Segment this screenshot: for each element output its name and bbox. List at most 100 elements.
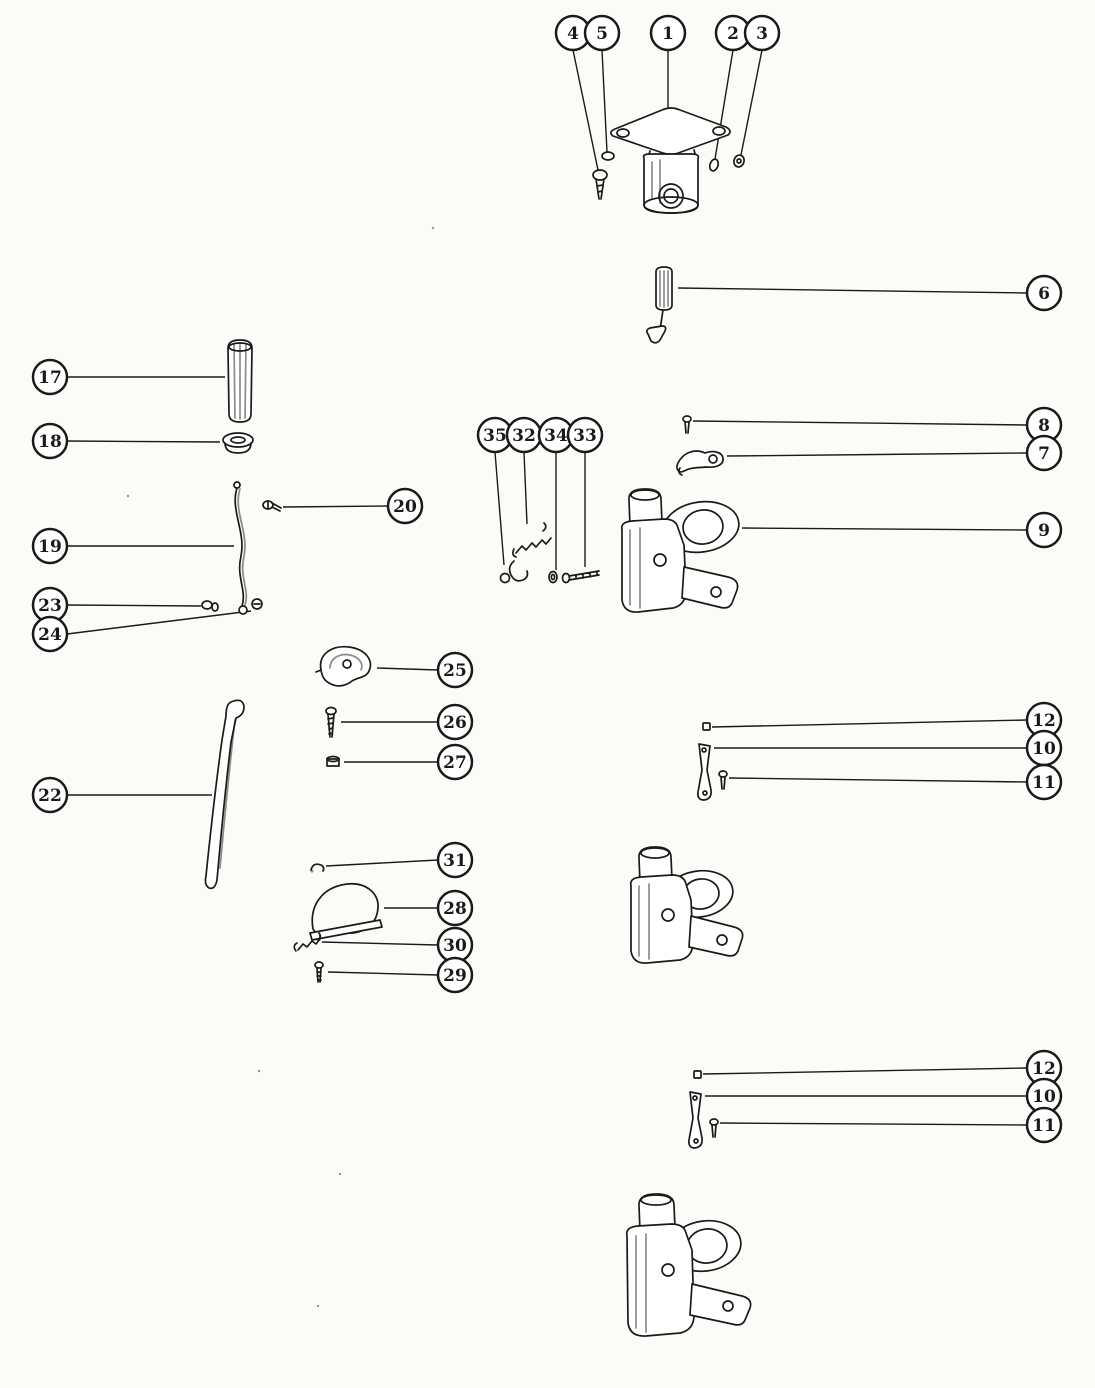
part-screw-illustration-20 [262,500,282,512]
part-pin-screw-illustration-33 [561,570,600,584]
callout-11a: 11 [1025,763,1063,801]
leader-lines [66,49,1028,1126]
leader-29 [327,971,439,976]
callout-11b: 11 [1025,1106,1063,1144]
svg-text:26: 26 [443,713,467,733]
part-nut-illustration-27 [326,755,340,767]
callout-17: 17 [31,358,69,396]
svg-text:29: 29 [443,966,467,986]
svg-text:27: 27 [443,753,467,773]
part-carburetor-illustration-middle [629,846,744,964]
callout-7: 7 [1025,434,1063,472]
leader-30 [321,941,439,946]
part-screen-guard-illustration-28 [309,883,383,941]
svg-text:17: 17 [38,368,62,388]
callout-5: 5 [583,14,621,52]
callout-34: 34 [537,416,575,454]
svg-text:11: 11 [1032,773,1056,793]
callout-35: 35 [476,416,514,454]
callout-23: 23 [31,586,69,624]
callout-30: 30 [436,926,474,964]
leader-2 [714,49,734,160]
callout-12a: 12 [1025,701,1063,739]
callout-26: 26 [436,703,474,741]
part-grip-sleeve-illustration-17 [227,339,253,423]
svg-text:11: 11 [1032,1116,1056,1136]
part-screw-illustration-11b [709,1118,719,1138]
leader-11b [719,1122,1028,1126]
svg-text:10: 10 [1032,1087,1056,1107]
callout-33: 33 [566,416,604,454]
part-spring-illustration-30 [293,932,322,952]
leader-35 [494,451,505,566]
part-cap-illustration-5 [601,151,615,161]
leader-18 [66,440,221,443]
leader-11a [728,777,1028,783]
callout-29: 29 [436,956,474,994]
callout-25: 25 [436,651,474,689]
part-link-illustration-10b [688,1091,703,1149]
part-square-clip-illustration-12a [702,722,711,731]
svg-text:12: 12 [1032,711,1056,731]
part-screw-illustration-8 [682,415,692,434]
svg-text:1: 1 [662,24,674,44]
svg-text:35: 35 [483,426,507,446]
callout-31: 31 [436,841,474,879]
part-clip-illustration-31 [310,863,325,873]
part-choke-rod-illustration-19 [233,481,248,615]
callout-8: 8 [1025,406,1063,444]
callout-27: 27 [436,743,474,781]
leader-4 [572,49,599,171]
part-screw-illustration-11a [718,770,728,790]
svg-text:23: 23 [38,596,62,616]
callout-24: 24 [31,615,69,653]
part-grommet-illustration-18 [222,432,254,454]
leader-31 [325,859,439,867]
callout-3: 3 [743,14,781,52]
callout-20: 20 [386,487,424,525]
callout-12b: 12 [1025,1049,1063,1087]
part-spring-illustration-32 [512,522,552,558]
part-link-pin-illustration-6 [646,266,673,344]
part-carburetor-illustration-9 [620,488,740,613]
callout-19: 19 [31,527,69,565]
callout-10a: 10 [1025,729,1063,767]
leader-20 [282,505,389,508]
part-clip-illustration-23 [201,600,219,612]
part-cam-lever-illustration-7 [676,450,724,476]
scan-artifacts [126,226,435,1308]
svg-text:8: 8 [1038,416,1050,436]
svg-text:22: 22 [38,786,62,806]
leader-24 [66,610,252,635]
leader-3 [740,49,763,156]
svg-text:5: 5 [596,24,608,44]
leader-23 [66,604,202,607]
part-screw-illustration-26 [325,706,337,738]
part-washer-illustration-2 [708,158,720,172]
leader-12a [711,719,1028,728]
svg-text:34: 34 [544,426,568,446]
svg-text:10: 10 [1032,739,1056,759]
part-shift-lever-illustration-22 [204,699,245,890]
leader-32 [523,451,528,525]
svg-text:12: 12 [1032,1059,1056,1079]
svg-text:25: 25 [443,661,467,681]
callout-22: 22 [31,776,69,814]
leader-12b [702,1067,1028,1075]
part-carburetor-illustration-bottom [625,1193,752,1337]
callout-32: 32 [505,416,543,454]
callout-6: 6 [1025,274,1063,312]
leader-6 [677,287,1028,294]
leader-25 [376,667,439,671]
svg-text:9: 9 [1038,521,1050,541]
callout-1: 1 [649,14,687,52]
callout-9: 9 [1025,511,1063,549]
svg-text:18: 18 [38,432,62,452]
part-nut-illustration-3 [733,154,745,168]
svg-text:24: 24 [38,625,62,645]
part-hook-clip-illustration-35 [499,560,529,584]
svg-text:32: 32 [512,426,536,446]
svg-text:2: 2 [727,24,739,44]
